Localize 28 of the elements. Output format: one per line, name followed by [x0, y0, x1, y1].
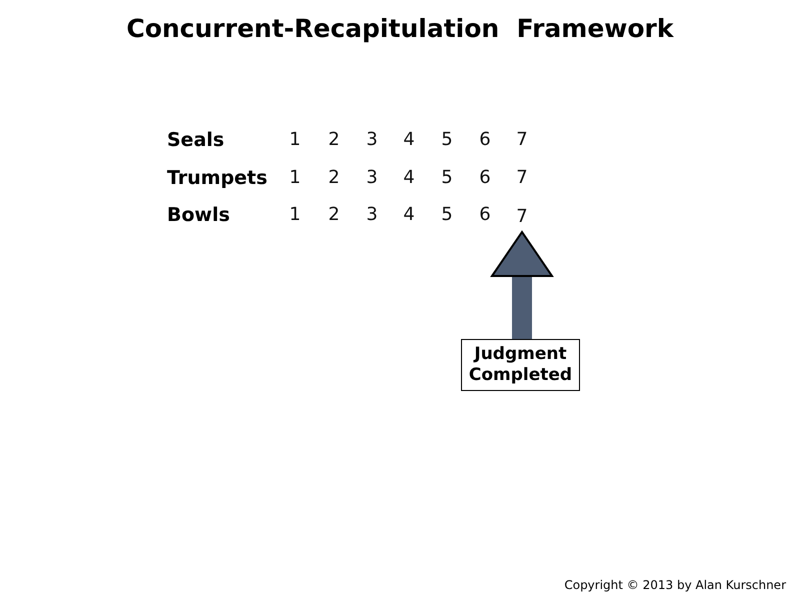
number: 1 [288, 129, 302, 150]
number: 2 [327, 129, 341, 150]
number: 2 [327, 167, 341, 188]
number: 5 [440, 129, 454, 150]
number: 3 [365, 167, 379, 188]
number: 7 [515, 129, 529, 150]
copyright-note: Copyright © 2013 by Alan Kurschner [564, 578, 786, 592]
number: 7 [515, 167, 529, 188]
number: 6 [478, 129, 492, 150]
row-heading: Seals [167, 129, 224, 151]
number: 3 [365, 129, 379, 150]
title: Concurrent-Recapitulation Framework [125, 14, 675, 43]
number: 5 [440, 167, 454, 188]
row-heading: Bowls [167, 204, 230, 226]
box-label: Judgment Completed [468, 344, 574, 386]
block-arrow [491, 231, 553, 339]
number: 2 [327, 204, 341, 225]
number: 5 [440, 204, 454, 225]
number: 4 [402, 167, 416, 188]
row-heading: Trumpets [167, 167, 268, 189]
number: 4 [402, 129, 416, 150]
number: 6 [478, 204, 492, 225]
number: 6 [478, 167, 492, 188]
text-box [461, 339, 580, 391]
number: 1 [288, 204, 302, 225]
number: 3 [365, 204, 379, 225]
number: 1 [288, 167, 302, 188]
number: 4 [402, 204, 416, 225]
